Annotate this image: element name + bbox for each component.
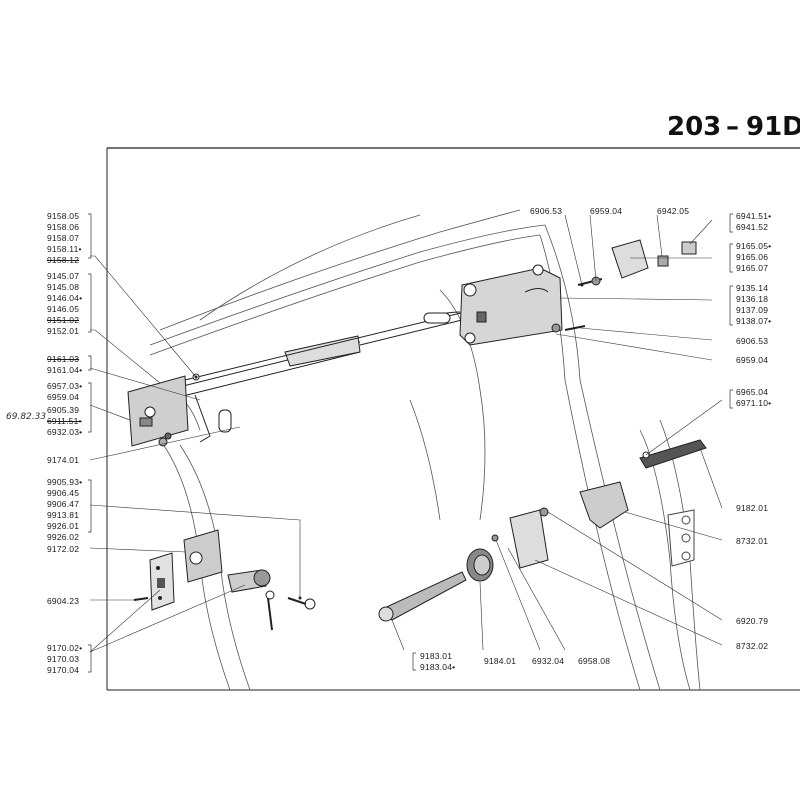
part-label: 8732.01 [736, 536, 769, 546]
part-label: 9183.01 [420, 651, 453, 661]
part-label: 6942.05 [657, 206, 690, 216]
part-label-struck: 9161.03 [47, 354, 80, 364]
part-label: 9906.45 [47, 488, 80, 498]
part-label: 6957.03• [47, 381, 83, 391]
part-label: 9170.04 [47, 665, 80, 675]
part-label: 9926.01 [47, 521, 80, 531]
part-label: 6958.08 [578, 656, 611, 666]
part-label: 9152.01 [47, 326, 80, 336]
part-label: 6965.04 [736, 387, 769, 397]
group-brackets [88, 213, 733, 673]
part-label: 9158.11• [47, 244, 82, 254]
part-label: 9165.05• [736, 241, 772, 251]
part-label: 9158.05 [47, 211, 80, 221]
header-dash: – [726, 112, 739, 142]
leader-lines [89, 214, 723, 653]
part-label: 9182.01 [736, 503, 769, 513]
part-label: 6905.39 [47, 405, 80, 415]
part-label: 6906.53 [736, 336, 769, 346]
part-label: 6920.79 [736, 616, 769, 626]
rods [174, 311, 471, 443]
part-label: 6906.53 [530, 206, 563, 216]
part-label: 6941.52 [736, 222, 769, 232]
right-hook-parts [639, 439, 707, 567]
part-label: 6959.04 [590, 206, 623, 216]
part-label: 9170.02• [47, 643, 83, 653]
lower-center-parts [378, 481, 629, 622]
part-label: 6932.03• [47, 427, 83, 437]
part-label: 9174.01 [47, 455, 80, 465]
part-label: 6959.04 [736, 355, 769, 365]
part-label: 6932.04 [532, 656, 565, 666]
part-label: 9906.47 [47, 499, 80, 509]
part-label: 9136.18 [736, 294, 769, 304]
handwritten-note: 69.82.33 [6, 412, 47, 422]
part-label-struck: 6911.51• [47, 416, 82, 426]
part-label: 9158.06 [47, 222, 80, 232]
part-label: 6941.51• [736, 211, 772, 221]
left-lock-plate [127, 373, 232, 447]
part-label: 9165.07 [736, 263, 769, 273]
part-label: 9135.14 [736, 283, 769, 293]
part-label-struck: 9151.02 [47, 315, 80, 325]
part-label: 9184.01 [484, 656, 517, 666]
part-label: 9145.07 [47, 271, 80, 281]
part-label: 9146.05 [47, 304, 80, 314]
part-label: 9183.04• [420, 662, 456, 672]
model-number: 203 [667, 112, 722, 142]
main-door-lock [423, 264, 563, 346]
part-label: 6971.10• [736, 398, 772, 408]
part-label: 9137.09 [736, 305, 769, 315]
part-label: 8732.02 [736, 641, 769, 651]
part-label: 9905.93• [47, 477, 83, 487]
part-label: 9161.04• [47, 365, 83, 375]
part-label: 9913.81 [47, 510, 80, 520]
part-label: 9172.02 [47, 544, 80, 554]
part-label: 9138.07• [736, 316, 772, 326]
part-label: 9170.03 [47, 654, 80, 664]
part-label: 6904.23 [47, 596, 80, 606]
part-label: 9146.04• [47, 293, 83, 303]
lower-left-lock-parts [133, 529, 316, 631]
part-label: 6959.04 [47, 392, 80, 402]
vehicle-body-outline [149, 209, 701, 691]
part-label: 9145.08 [47, 282, 80, 292]
part-label: 9158.07 [47, 233, 80, 243]
part-label: 9165.06 [736, 252, 769, 262]
plate-number: 91D [746, 112, 800, 142]
part-label: 9926.02 [47, 532, 80, 542]
top-small-parts [551, 239, 697, 333]
leader-dots [194, 283, 584, 600]
part-label-struck: 9158.12 [47, 255, 80, 265]
